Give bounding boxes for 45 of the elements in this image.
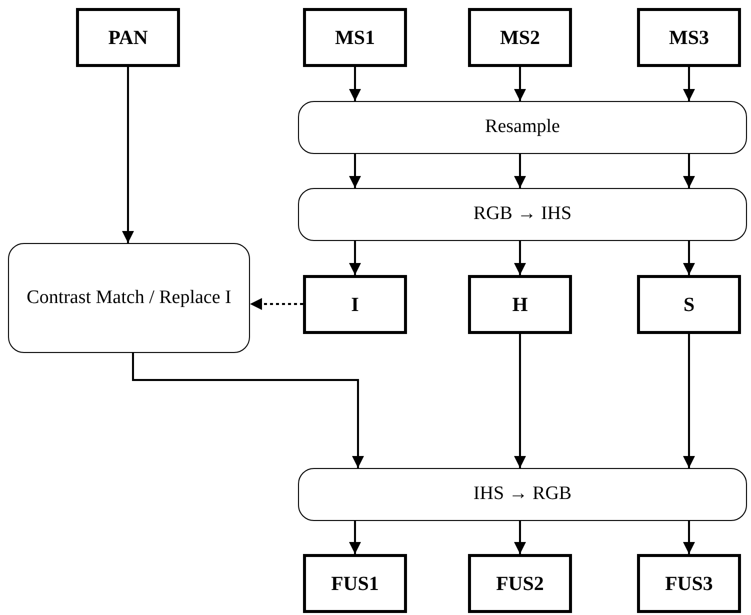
arrow	[514, 67, 526, 101]
box-label: FUS1	[331, 572, 379, 596]
box-label: FUS2	[496, 572, 544, 596]
arrow	[683, 67, 695, 101]
data-box	[76, 8, 180, 67]
box-label: PAN	[108, 26, 148, 50]
process-box	[298, 188, 747, 241]
box-label: IHS → RGB	[473, 482, 572, 506]
arrow	[514, 154, 526, 188]
arrow	[349, 67, 361, 101]
box-label: S	[683, 292, 695, 318]
data-box	[637, 8, 741, 67]
arrow	[349, 154, 361, 188]
box-label: MS3	[669, 26, 709, 50]
arrow	[514, 521, 526, 554]
arrow	[132, 353, 364, 468]
process-box	[298, 101, 747, 154]
arrow	[683, 334, 695, 468]
box-label: MS2	[500, 26, 540, 50]
data-box	[468, 554, 572, 613]
process-box	[8, 243, 250, 353]
data-box	[303, 8, 407, 67]
arrow	[683, 241, 695, 275]
arrow	[349, 521, 361, 554]
arrow	[514, 241, 526, 275]
box-label: Resample	[485, 115, 560, 140]
data-box	[637, 554, 741, 613]
arrow	[122, 67, 134, 243]
data-box	[637, 275, 741, 334]
process-box	[298, 468, 747, 521]
box-label: RGB → IHS	[473, 202, 572, 226]
box-label: Contrast Match / Replace I	[26, 286, 232, 310]
box-label: I	[351, 292, 359, 318]
data-box	[468, 275, 572, 334]
box-label: H	[512, 292, 528, 318]
data-box	[303, 554, 407, 613]
arrow	[683, 521, 695, 554]
arrow	[349, 241, 361, 275]
data-box	[468, 8, 572, 67]
arrow	[514, 334, 526, 468]
arrow	[250, 298, 303, 310]
box-label: FUS3	[665, 572, 713, 596]
arrow	[683, 154, 695, 188]
box-label: MS1	[335, 26, 375, 50]
data-box	[303, 275, 407, 334]
